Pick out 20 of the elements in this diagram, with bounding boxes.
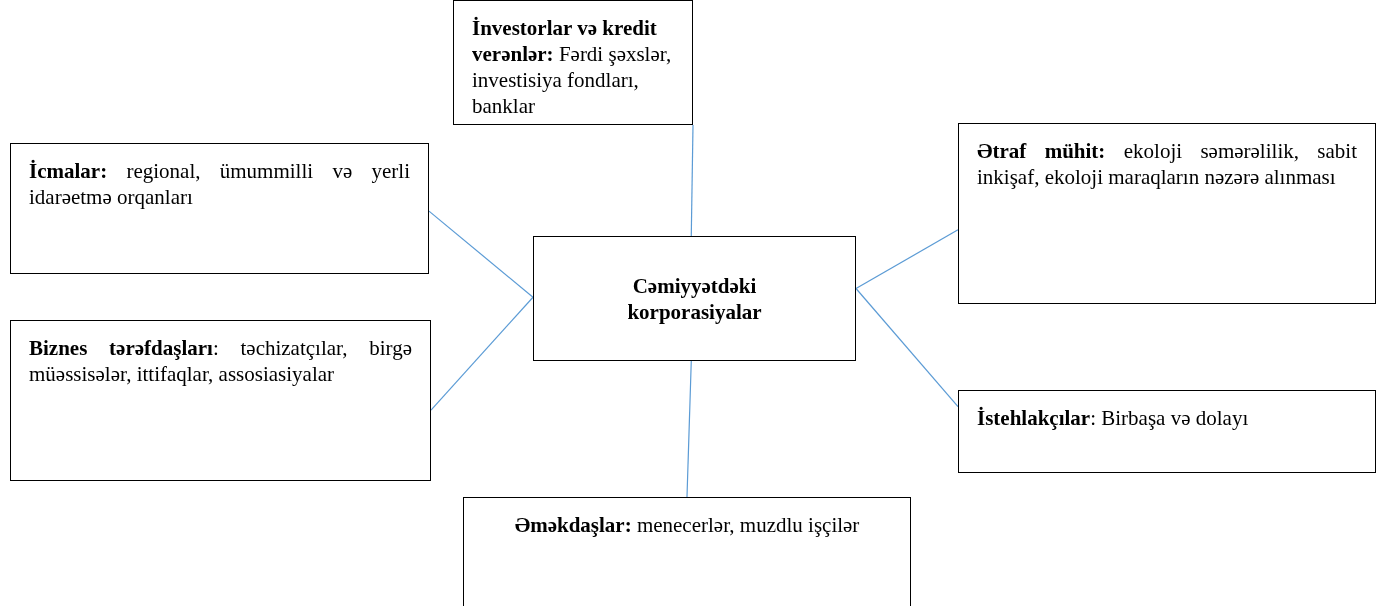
connector-line <box>855 287 959 408</box>
stakeholder-box <box>958 123 1376 304</box>
box-text: Biznes tərəfdaşları: təchizatçılar, birgə müəssisələr, ittifaqlar, assosiasiyalar <box>29 335 412 387</box>
connector-line <box>686 360 692 498</box>
connector-line <box>428 210 534 298</box>
stakeholder-box <box>10 143 429 274</box>
connector-line <box>690 124 694 237</box>
box-text: İnvestorlar və kredit verənlər: Fərdi şəxslər, investisiya fondları, banklar <box>472 15 673 119</box>
box-text: Ətraf mühit: ekoloji səmərəlilik, sabit inkişaf, ekoloji maraqların nəzərə alınması <box>977 138 1357 190</box>
box-text: Əməkdaşlar: menecerlər, muzdlu işçilər <box>513 512 861 538</box>
central-box <box>533 236 856 361</box>
connector-line <box>430 296 534 411</box>
box-text: İstehlakçılar: Birbaşa və dolayı <box>977 405 1250 431</box>
stakeholder-box <box>10 320 431 481</box>
box-title: Cəmiyyətdəki korporasiyalar <box>626 272 763 325</box>
stakeholder-box <box>453 0 693 125</box>
box-text: İcmalar: regional, ümummilli və yerli idarəetmə orqanları <box>29 158 410 210</box>
stakeholder-box <box>958 390 1376 473</box>
stakeholder-box <box>463 497 911 606</box>
connector-line <box>855 229 959 290</box>
